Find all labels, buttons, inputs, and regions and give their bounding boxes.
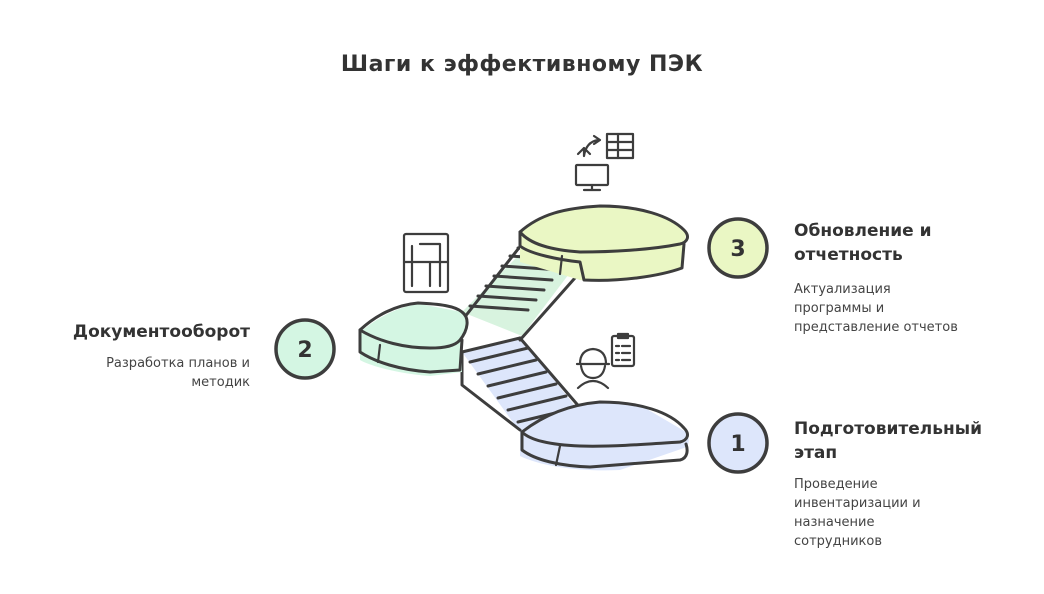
- step-1-desc-line: Проведение: [794, 477, 878, 492]
- step-3-desc-line: Актуализация: [794, 282, 891, 297]
- step-2-desc-line: Разработка планов и: [106, 356, 250, 371]
- step-1-title-line2: этап: [794, 443, 838, 463]
- step-2-badge: 2: [274, 318, 336, 380]
- step-1-number: 1: [730, 432, 745, 457]
- step-2-description: Разработка планов и методик: [0, 354, 250, 392]
- platform-1: [520, 400, 689, 471]
- step-1-desc-line: сотрудников: [794, 534, 883, 549]
- step-3-badge: 3: [707, 217, 769, 279]
- diagram-title: Шаги к эффективному ПЭК: [340, 52, 704, 77]
- step-1-desc-line: назначение: [794, 515, 875, 530]
- step-3-desc-line: представление отчетов: [794, 320, 958, 335]
- platform-2: [358, 301, 469, 376]
- step-3-desc-line: программы и: [794, 301, 885, 316]
- step-2-number: 2: [297, 338, 312, 363]
- step-3-title-line1: Обновление и: [794, 221, 932, 241]
- worker-checklist-icon: [575, 332, 636, 390]
- step-3-title: Обновление и отчетность: [794, 219, 932, 267]
- step-2-title: Документооборот: [72, 322, 250, 342]
- monitor-table-icon: [574, 132, 635, 192]
- step-3-title-line2: отчетность: [794, 245, 903, 265]
- step-2-desc-line: методик: [191, 375, 250, 390]
- platform-3: [518, 204, 689, 282]
- step-1-title: Подготовительный этап: [794, 417, 982, 465]
- step-1-desc-line: инвентаризации и: [794, 496, 921, 511]
- step-3-description: Актуализация программы и представление о…: [794, 280, 958, 337]
- step-3-number: 3: [730, 237, 745, 262]
- step-1-description: Проведение инвентаризации и назначение с…: [794, 475, 921, 551]
- step-1-badge: 1: [707, 412, 769, 474]
- step-1-title-line1: Подготовительный: [794, 419, 983, 439]
- document-icon: [402, 232, 450, 294]
